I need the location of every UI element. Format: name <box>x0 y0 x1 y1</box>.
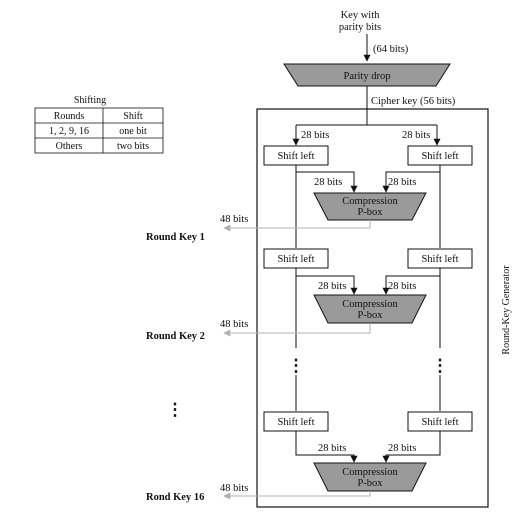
compression-label: Compression <box>342 196 398 207</box>
compression-pbox-r2 <box>313 294 427 324</box>
table-cell: one bit <box>119 126 147 137</box>
table-cell: Others <box>56 141 83 152</box>
round-key-generator-frame <box>256 108 489 508</box>
parity-drop-label: Parity drop <box>344 71 391 82</box>
shift-left-label: Shift left <box>421 417 458 428</box>
table-cell: 1, 2, 9, 16 <box>49 126 89 137</box>
pbox-label: P-box <box>357 310 383 321</box>
shifting-table-title: Shifting <box>74 95 106 106</box>
round-key-2-bits: 48 bits <box>220 319 248 330</box>
shift-left-label: Shift left <box>277 254 314 265</box>
cipher-key-label: Cipher key (56 bits) <box>371 96 456 107</box>
input-bits-label: (64 bits) <box>373 44 409 55</box>
bits-r2-left: 28 bits <box>318 281 346 292</box>
shift-left-box-r2-right <box>407 248 473 269</box>
split-right-bits: 28 bits <box>402 130 430 141</box>
shift-left-box-r1-right <box>407 145 473 166</box>
round-key-2-label: Round Key 2 <box>146 331 205 342</box>
to-pbox-r1-left <box>296 171 358 193</box>
to-pbox-r16-left <box>295 431 358 463</box>
compression-pbox-r16 <box>313 462 427 492</box>
compression-label: Compression <box>342 299 398 310</box>
round-key-2-output <box>223 323 371 337</box>
shifting-table: Shifting Rounds Shift 1, 2, 9, 16 one bi… <box>34 95 164 154</box>
round-key-16-label: Rond Key 16 <box>146 492 204 503</box>
compression-label: Compression <box>342 467 398 478</box>
ellipsis-right: ⋮ <box>432 356 449 375</box>
shift-left-label: Shift left <box>421 254 458 265</box>
round-key-generator-label: Round-Key Generator <box>501 265 512 355</box>
shift-left-box-r2-left <box>263 248 329 269</box>
round-key-1-output <box>223 220 371 232</box>
to-pbox-r16-right <box>382 431 441 463</box>
to-pbox-r2-left <box>296 275 358 295</box>
ellipsis-left: ⋮ <box>288 356 305 375</box>
round-key-16-output <box>223 491 371 500</box>
bits-r1-left: 28 bits <box>314 177 342 188</box>
ellipsis-round-keys: ⋮ <box>167 400 184 419</box>
parity-drop-box <box>283 63 451 87</box>
split-left-bits: 28 bits <box>301 130 329 141</box>
shift-left-label: Shift left <box>277 151 314 162</box>
bits-r2-right: 28 bits <box>388 281 416 292</box>
shift-left-label: Shift left <box>421 151 458 162</box>
table-header-shift: Shift <box>123 111 143 122</box>
table-header-rounds: Rounds <box>54 111 85 122</box>
input-label-line2: parity bits <box>339 22 381 33</box>
round-key-1-bits: 48 bits <box>220 214 248 225</box>
shift-left-label: Shift left <box>277 417 314 428</box>
to-pbox-r2-right <box>382 275 440 295</box>
input-label-line1: Key with <box>341 10 381 21</box>
bits-r1-right: 28 bits <box>388 177 416 188</box>
bits-r16-left: 28 bits <box>318 443 346 454</box>
round-key-1-label: Round Key 1 <box>146 232 205 243</box>
to-pbox-r1-right <box>382 171 440 193</box>
pbox-label: P-box <box>357 478 383 489</box>
bits-r16-right: 28 bits <box>388 443 416 454</box>
compression-pbox-r1 <box>313 192 427 221</box>
round-key-16-bits: 48 bits <box>220 483 248 494</box>
table-cell: two bits <box>117 141 149 152</box>
shift-left-box-r1-left <box>263 145 329 166</box>
pbox-label: P-box <box>357 207 383 218</box>
